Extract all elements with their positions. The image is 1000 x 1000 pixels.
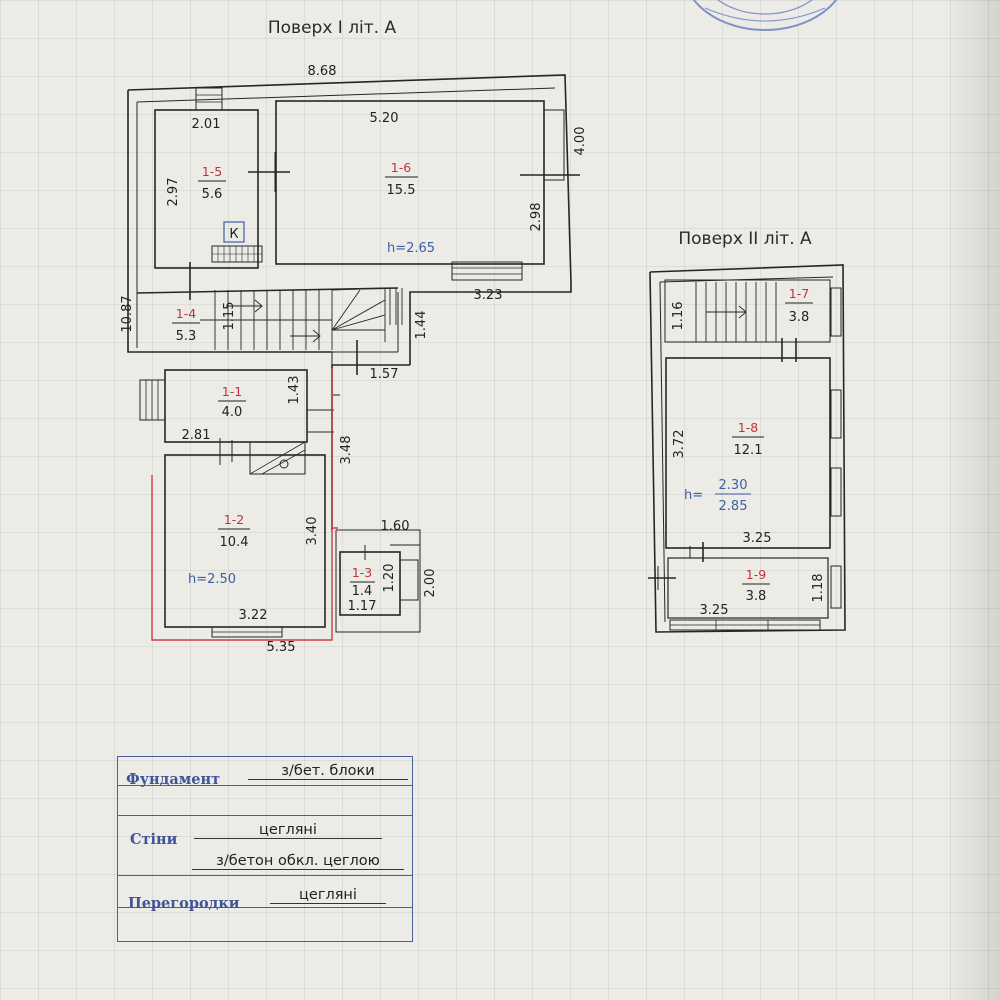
room-1-5-label: 1-5 5.6 <box>198 164 226 202</box>
dim-f2-1-18: 1.18 <box>811 574 826 603</box>
spec-divider <box>118 785 412 786</box>
room-1-3-label: 1-3 1.4 <box>350 565 375 599</box>
room-1-7-area: 3.8 <box>789 310 810 325</box>
room-1-7-id: 1-7 <box>789 286 809 301</box>
room-1-3-id: 1-3 <box>352 565 372 580</box>
room-1-6-id: 1-6 <box>391 160 411 175</box>
room-1-6-area: 15.5 <box>387 183 416 198</box>
room-1-9-area: 3.8 <box>746 589 767 604</box>
dim-3-48: 3.48 <box>339 436 354 465</box>
room-1-2-id: 1-2 <box>224 512 244 527</box>
spec-divider <box>118 875 412 876</box>
dim-f2-1-16: 1.16 <box>671 302 686 331</box>
floor2-height-bottom: 2.85 <box>719 499 748 514</box>
dim-1-17: 1.17 <box>348 599 377 614</box>
dim-1-15: 1.15 <box>222 302 237 331</box>
dim-room-1-6-depth: 2.98 <box>529 203 544 232</box>
dim-2-00: 2.00 <box>423 569 438 598</box>
floor2-height-prefix: h= <box>684 488 703 503</box>
room-1-7-label: 1-7 3.8 <box>785 286 813 325</box>
floor1-title: Поверх I літ. А <box>268 18 397 38</box>
dim-width-total: 8.68 <box>308 64 337 79</box>
foundation-value: з/бет. блоки <box>248 763 408 780</box>
floor2-title: Поверх II літ. А <box>678 229 812 249</box>
partitions-value: цегляні <box>270 887 386 904</box>
room-1-8-id: 1-8 <box>738 420 758 435</box>
room-1-5-area: 5.6 <box>202 187 223 202</box>
dim-1-57: 1.57 <box>370 367 399 382</box>
construction-spec-table: Фундамент з/бет. блоки Стіни цегляні з/б… <box>117 756 413 942</box>
dim-3-40: 3.40 <box>305 517 320 546</box>
room-1-5-id: 1-5 <box>202 164 222 179</box>
room-1-3-area: 1.4 <box>352 584 373 599</box>
dim-f2-3-25-lower: 3.25 <box>700 603 729 618</box>
partitions-label: Перегородки <box>128 895 240 912</box>
room-1-1-id: 1-1 <box>222 384 242 399</box>
room-1-9-label: 1-9 3.8 <box>742 567 770 604</box>
dim-room-1-5-width: 2.01 <box>192 117 221 132</box>
dim-room-1-6-depth-outer: 4.00 <box>573 127 588 156</box>
floor2-height-top: 2.30 <box>719 478 748 493</box>
floor1-plan <box>127 74 580 638</box>
dim-3-23: 3.23 <box>474 288 503 303</box>
walls-value-1: цегляні <box>194 822 382 839</box>
dim-1-44: 1.44 <box>414 311 429 340</box>
dim-room-1-5-depth: 2.97 <box>166 178 181 207</box>
room-1-8-label: 1-8 12.1 <box>732 420 764 458</box>
dim-2-81: 2.81 <box>182 428 211 443</box>
dim-f2-3-25-upper: 3.25 <box>743 531 772 546</box>
room-1-1-label: 1-1 4.0 <box>218 384 246 420</box>
spec-divider <box>118 815 412 816</box>
height-upper: h=2.65 <box>387 241 435 256</box>
room-1-1-area: 4.0 <box>222 405 243 420</box>
spec-divider <box>118 907 412 908</box>
dim-3-22: 3.22 <box>239 608 268 623</box>
floor2-plan <box>648 264 846 633</box>
dim-1-60: 1.60 <box>381 519 410 534</box>
dim-room-1-6-width: 5.20 <box>370 111 399 126</box>
room-1-8-area: 12.1 <box>734 443 763 458</box>
room-1-4-label: 1-4 5.3 <box>172 306 200 344</box>
dim-5-35: 5.35 <box>267 640 296 655</box>
dim-height-total: 10.87 <box>120 295 135 332</box>
stove-mark: К <box>229 227 238 242</box>
room-1-2-area: 10.4 <box>220 535 249 550</box>
stamp-seal <box>692 0 838 31</box>
outline-red <box>151 475 338 641</box>
floor2-height: h= 2.30 2.85 <box>684 478 751 514</box>
dim-1-43: 1.43 <box>287 376 302 405</box>
room-1-6-label: 1-6 15.5 <box>385 160 418 198</box>
dim-f2-3-72: 3.72 <box>672 430 687 459</box>
dim-1-20: 1.20 <box>382 564 397 593</box>
room-1-4-id: 1-4 <box>176 306 196 321</box>
walls-label: Стіни <box>130 831 178 848</box>
room-1-4-area: 5.3 <box>176 329 197 344</box>
foundation-label: Фундамент <box>126 771 221 788</box>
walls-value-2: з/бетон обкл. цеглою <box>192 853 404 870</box>
height-lower: h=2.50 <box>188 572 236 587</box>
room-1-9-id: 1-9 <box>746 567 766 582</box>
room-1-2-label: 1-2 10.4 <box>218 512 250 550</box>
page-edge-shadow <box>945 0 1000 1000</box>
